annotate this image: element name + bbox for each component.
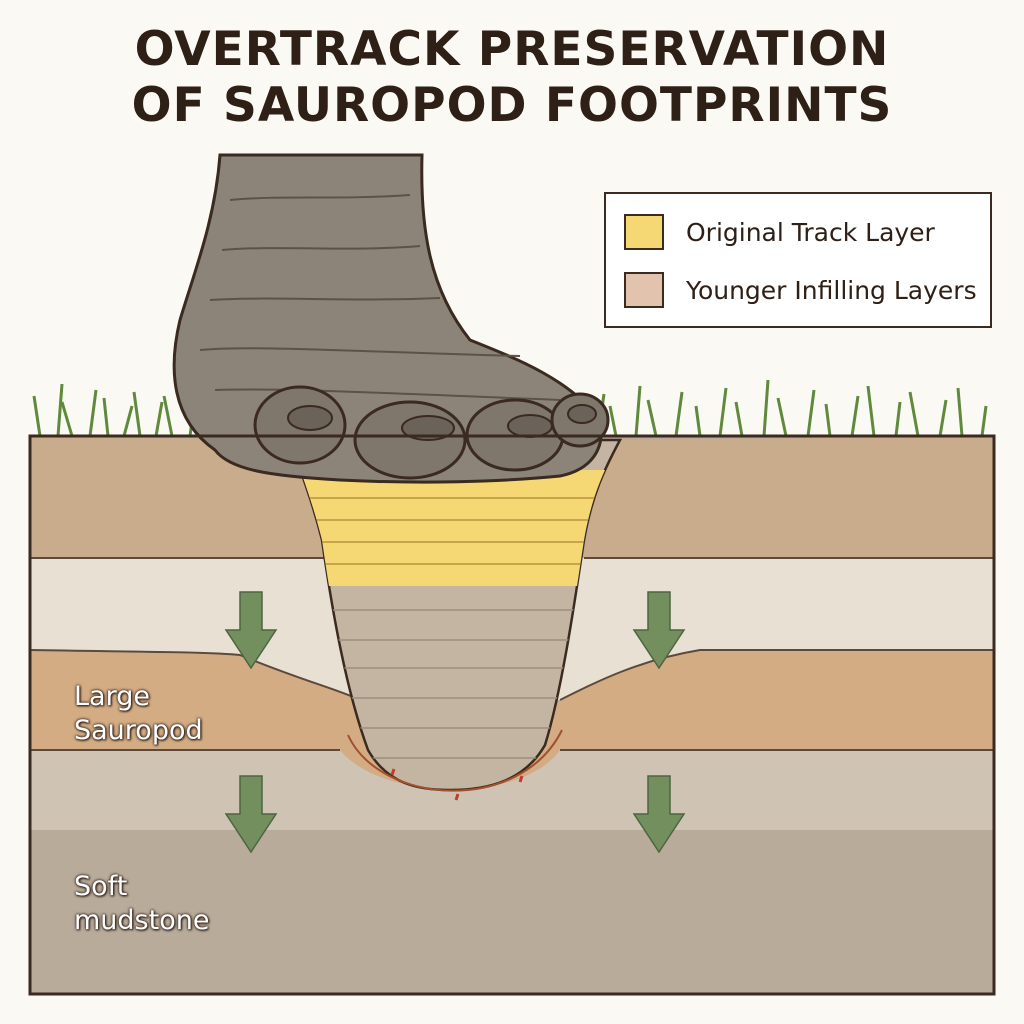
toenail-2 <box>401 415 455 441</box>
label-large-sauropod: Large Sauropod <box>74 680 203 748</box>
title-line-1: OVERTRACK PRESERVATION <box>134 22 890 77</box>
stress-marks <box>390 768 524 801</box>
down-arrow-icon <box>224 591 278 670</box>
compression-arrows <box>224 591 686 854</box>
lower-band <box>30 750 994 830</box>
label-line: Large <box>74 681 150 712</box>
foot-wrinkles <box>199 194 561 401</box>
legend-swatch-yellow <box>624 214 664 250</box>
label-soft-mudstone: Soft mudstone <box>74 870 209 938</box>
compressed-layer <box>347 729 563 792</box>
layer-boundary <box>30 557 994 751</box>
sauropod-foot <box>172 153 610 484</box>
toenail-1 <box>287 405 333 431</box>
legend-swatch-tan <box>624 272 664 308</box>
toenail-4 <box>567 404 597 424</box>
title-line-2: OF SAUROPOD FOOTPRINTS <box>131 78 893 133</box>
label-line: Sauropod <box>74 715 203 746</box>
grass-right <box>574 379 988 437</box>
legend-label: Original Track Layer <box>686 217 935 247</box>
legend-item-original-track: Original Track Layer <box>624 214 935 250</box>
legend-label: Younger Infilling Layers <box>686 275 977 305</box>
down-arrow-icon <box>632 591 686 670</box>
label-line: Soft <box>74 871 128 902</box>
down-arrow-icon <box>632 775 686 854</box>
orange-band <box>30 650 994 790</box>
toe-2 <box>353 400 467 480</box>
legend-item-younger-infill: Younger Infilling Layers <box>624 272 977 308</box>
section-frame <box>28 434 996 996</box>
original-track-fill <box>290 470 620 759</box>
toenail-3 <box>507 414 553 438</box>
legend: Original Track Layer Younger Infilling L… <box>604 192 992 328</box>
diagram-title: OVERTRACK PRESERVATION OF SAUROPOD FOOTP… <box>0 22 1024 134</box>
down-arrow-icon <box>224 775 278 854</box>
label-line: mudstone <box>74 905 210 936</box>
